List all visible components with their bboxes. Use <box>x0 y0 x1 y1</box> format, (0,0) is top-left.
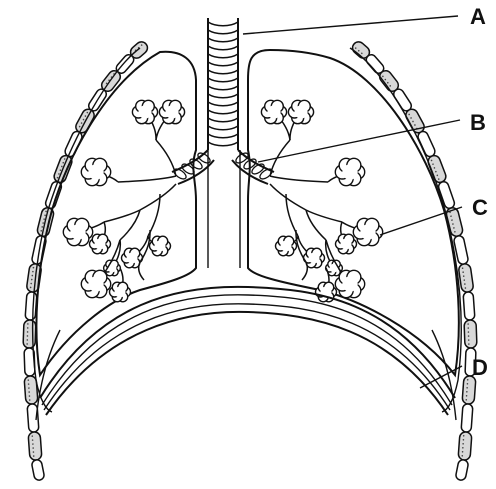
rib-left-segment <box>31 459 45 481</box>
trachea-ring <box>208 46 238 50</box>
diaphragm <box>36 287 456 420</box>
bronchiole <box>150 176 176 180</box>
label-a: A <box>470 4 486 29</box>
bronchiole <box>302 262 307 280</box>
trachea-ring <box>208 102 238 106</box>
trachea-ring <box>208 110 238 114</box>
rib-right-segment <box>464 320 477 348</box>
rib-left-segment <box>25 292 37 321</box>
label-c: C <box>472 195 488 220</box>
bronchiole <box>148 194 160 236</box>
mediastinum <box>208 150 240 268</box>
rib-right-segment <box>461 404 473 433</box>
bronchiole <box>118 180 150 182</box>
trachea-ring <box>208 94 238 98</box>
rib-right-segment <box>416 130 436 158</box>
trachea-ring <box>208 78 238 82</box>
rib-left-segment <box>28 432 42 461</box>
trachea-ring <box>208 126 238 130</box>
rib-right-segment <box>463 292 475 321</box>
trachea-ring <box>208 54 238 58</box>
rib-cage-right <box>350 39 477 481</box>
rib-right-segment <box>455 459 469 481</box>
rib-left-segment <box>23 320 36 348</box>
bronchiole <box>306 210 342 222</box>
trachea-ring <box>208 62 238 66</box>
trachea-ring <box>208 70 238 74</box>
trachea-ring <box>208 142 238 146</box>
label-b: B <box>470 110 486 135</box>
bronchiole-tree-right <box>261 100 382 301</box>
trachea-ring <box>208 118 238 122</box>
bronchiole <box>139 262 144 280</box>
bronchiole <box>270 184 306 210</box>
pointer-line-a <box>243 16 458 34</box>
trachea <box>208 18 238 150</box>
bronchiole <box>140 184 176 210</box>
bronchiole <box>270 176 296 180</box>
trachea-ring <box>208 38 238 42</box>
bronchus-rings <box>172 151 273 181</box>
label-d: D <box>472 355 488 380</box>
trachea-ring <box>208 30 238 34</box>
rib-right-segment <box>458 263 474 293</box>
bronchi <box>172 150 274 184</box>
bronchiole <box>286 194 298 236</box>
trachea-ring <box>208 22 238 26</box>
rib-right-segment <box>458 432 472 461</box>
bronchiole <box>104 210 140 222</box>
trachea-ring <box>208 86 238 90</box>
bronchiole <box>296 180 328 182</box>
right-lung <box>248 50 459 375</box>
trachea-ring <box>208 134 238 138</box>
